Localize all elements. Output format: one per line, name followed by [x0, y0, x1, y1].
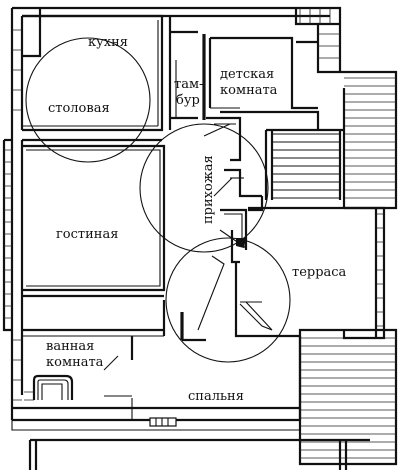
- label-hall: прихожая: [201, 155, 216, 224]
- roof-hatch-bottom-right: [298, 328, 398, 466]
- label-kids-bottom: комната: [220, 83, 278, 98]
- label-vestibule-bottom: бур: [176, 93, 200, 108]
- label-living: гостиная: [56, 227, 118, 242]
- label-bath-bottom: комната: [46, 355, 104, 370]
- label-terrace: терраса: [292, 265, 347, 280]
- label-dining: столовая: [48, 101, 110, 116]
- hall-walls: [206, 116, 264, 264]
- roof-hatch-top-right: [340, 70, 398, 210]
- bathtub-fixture: [24, 374, 74, 401]
- foundation: [11, 420, 370, 470]
- central-staircase: [264, 128, 344, 200]
- terrace-walls: [234, 206, 386, 340]
- label-bath-top: ванная: [46, 339, 94, 354]
- vestibule-walls: [168, 16, 206, 130]
- label-kids-top: детская: [220, 67, 274, 82]
- label-vestibule-top: там-: [174, 77, 203, 92]
- zone-circles: [25, 37, 291, 363]
- bedroom-walls: [22, 300, 302, 420]
- kitchen-dining-walls: [22, 14, 164, 142]
- label-kitchen: кухня: [88, 35, 128, 50]
- radiator: [149, 417, 177, 427]
- kids-room-walls: [208, 36, 320, 130]
- living-room-walls: [22, 144, 166, 298]
- door-swings: [197, 123, 273, 331]
- top-right-wall: [294, 8, 340, 74]
- left-wall-hatch: [4, 29, 22, 401]
- label-bedroom: спальня: [188, 389, 244, 404]
